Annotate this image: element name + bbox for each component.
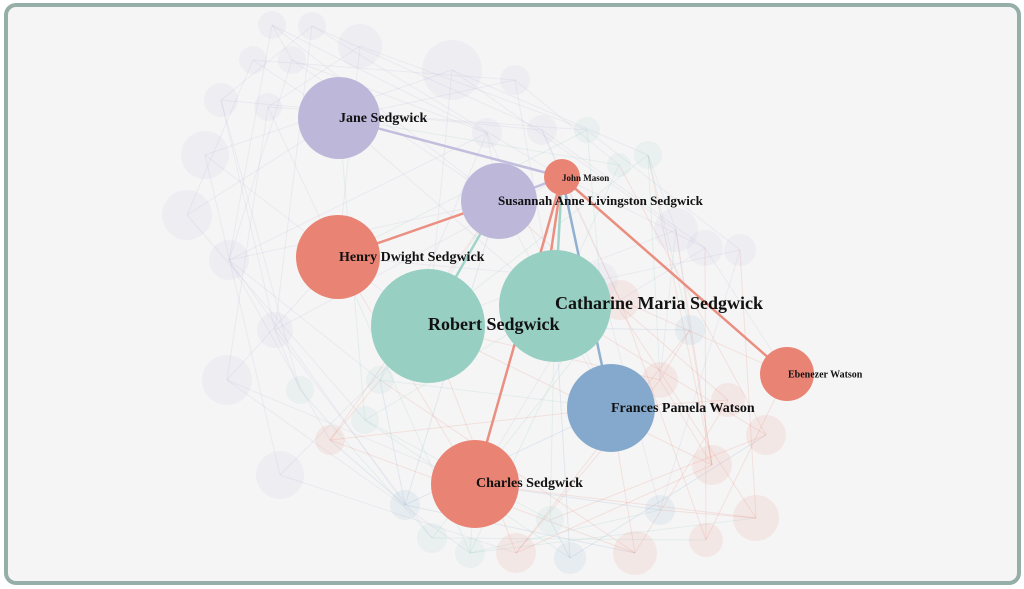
background-node[interactable] <box>257 312 293 348</box>
node-robert[interactable] <box>371 269 485 383</box>
node-susannah[interactable] <box>461 163 537 239</box>
background-node[interactable] <box>254 93 282 121</box>
background-node[interactable] <box>204 83 238 117</box>
background-node[interactable] <box>338 24 382 68</box>
background-node[interactable] <box>642 362 678 398</box>
node-jane[interactable] <box>298 77 380 159</box>
node-ebenezer[interactable] <box>760 347 814 401</box>
background-node[interactable] <box>351 406 379 434</box>
highlighted-nodes <box>296 77 814 528</box>
background-node[interactable] <box>574 117 600 143</box>
node-catharine[interactable] <box>499 250 611 362</box>
background-node[interactable] <box>162 190 212 240</box>
node-label-john: John Mason <box>562 173 609 183</box>
node-label-ebenezer: Ebenezer Watson <box>788 369 863 380</box>
background-node[interactable] <box>634 141 662 169</box>
background-node[interactable] <box>500 65 530 95</box>
background-node[interactable] <box>496 533 536 573</box>
background-node[interactable] <box>692 445 732 485</box>
node-label-jane: Jane Sedgwick <box>339 111 428 126</box>
background-node[interactable] <box>258 11 286 39</box>
background-node[interactable] <box>554 542 586 574</box>
background-node[interactable] <box>278 46 306 74</box>
node-frances[interactable] <box>567 364 655 452</box>
node-henry[interactable] <box>296 215 380 299</box>
background-node[interactable] <box>711 383 745 417</box>
background-node[interactable] <box>315 425 345 455</box>
node-charles[interactable] <box>431 440 519 528</box>
node-label-susannah: Susannah Anne Livingston Sedgwick <box>498 193 704 208</box>
background-node[interactable] <box>613 531 657 575</box>
background-node[interactable] <box>746 415 786 455</box>
node-label-robert: Robert Sedgwick <box>428 314 560 334</box>
background-node[interactable] <box>733 495 779 541</box>
background-node[interactable] <box>239 46 267 74</box>
background-node[interactable] <box>654 208 698 252</box>
background-nodes <box>162 11 786 575</box>
background-node[interactable] <box>422 40 482 100</box>
node-john[interactable] <box>544 159 580 195</box>
background-node[interactable] <box>724 234 756 266</box>
background-node[interactable] <box>417 523 447 553</box>
background-node[interactable] <box>256 451 304 499</box>
node-label-frances: Frances Pamela Watson <box>611 401 755 416</box>
background-node[interactable] <box>645 495 675 525</box>
background-node[interactable] <box>607 153 631 177</box>
background-node[interactable] <box>390 490 420 520</box>
background-node[interactable] <box>181 131 229 179</box>
background-node[interactable] <box>366 366 394 394</box>
edge-ebenezer-john <box>561 176 788 375</box>
background-node[interactable] <box>472 118 502 148</box>
background-node[interactable] <box>687 230 723 266</box>
background-node[interactable] <box>298 12 326 40</box>
background-node[interactable] <box>689 523 723 557</box>
background-node[interactable] <box>675 315 705 345</box>
node-label-catharine: Catharine Maria Sedgwick <box>555 293 763 313</box>
background-node[interactable] <box>536 506 564 534</box>
background-node[interactable] <box>527 115 557 145</box>
background-node[interactable] <box>286 376 314 404</box>
background-node[interactable] <box>455 538 485 568</box>
node-label-charles: Charles Sedgwick <box>476 476 583 491</box>
background-node[interactable] <box>209 240 249 280</box>
node-label-henry: Henry Dwight Sedgwick <box>339 250 485 265</box>
background-node[interactable] <box>202 355 252 405</box>
